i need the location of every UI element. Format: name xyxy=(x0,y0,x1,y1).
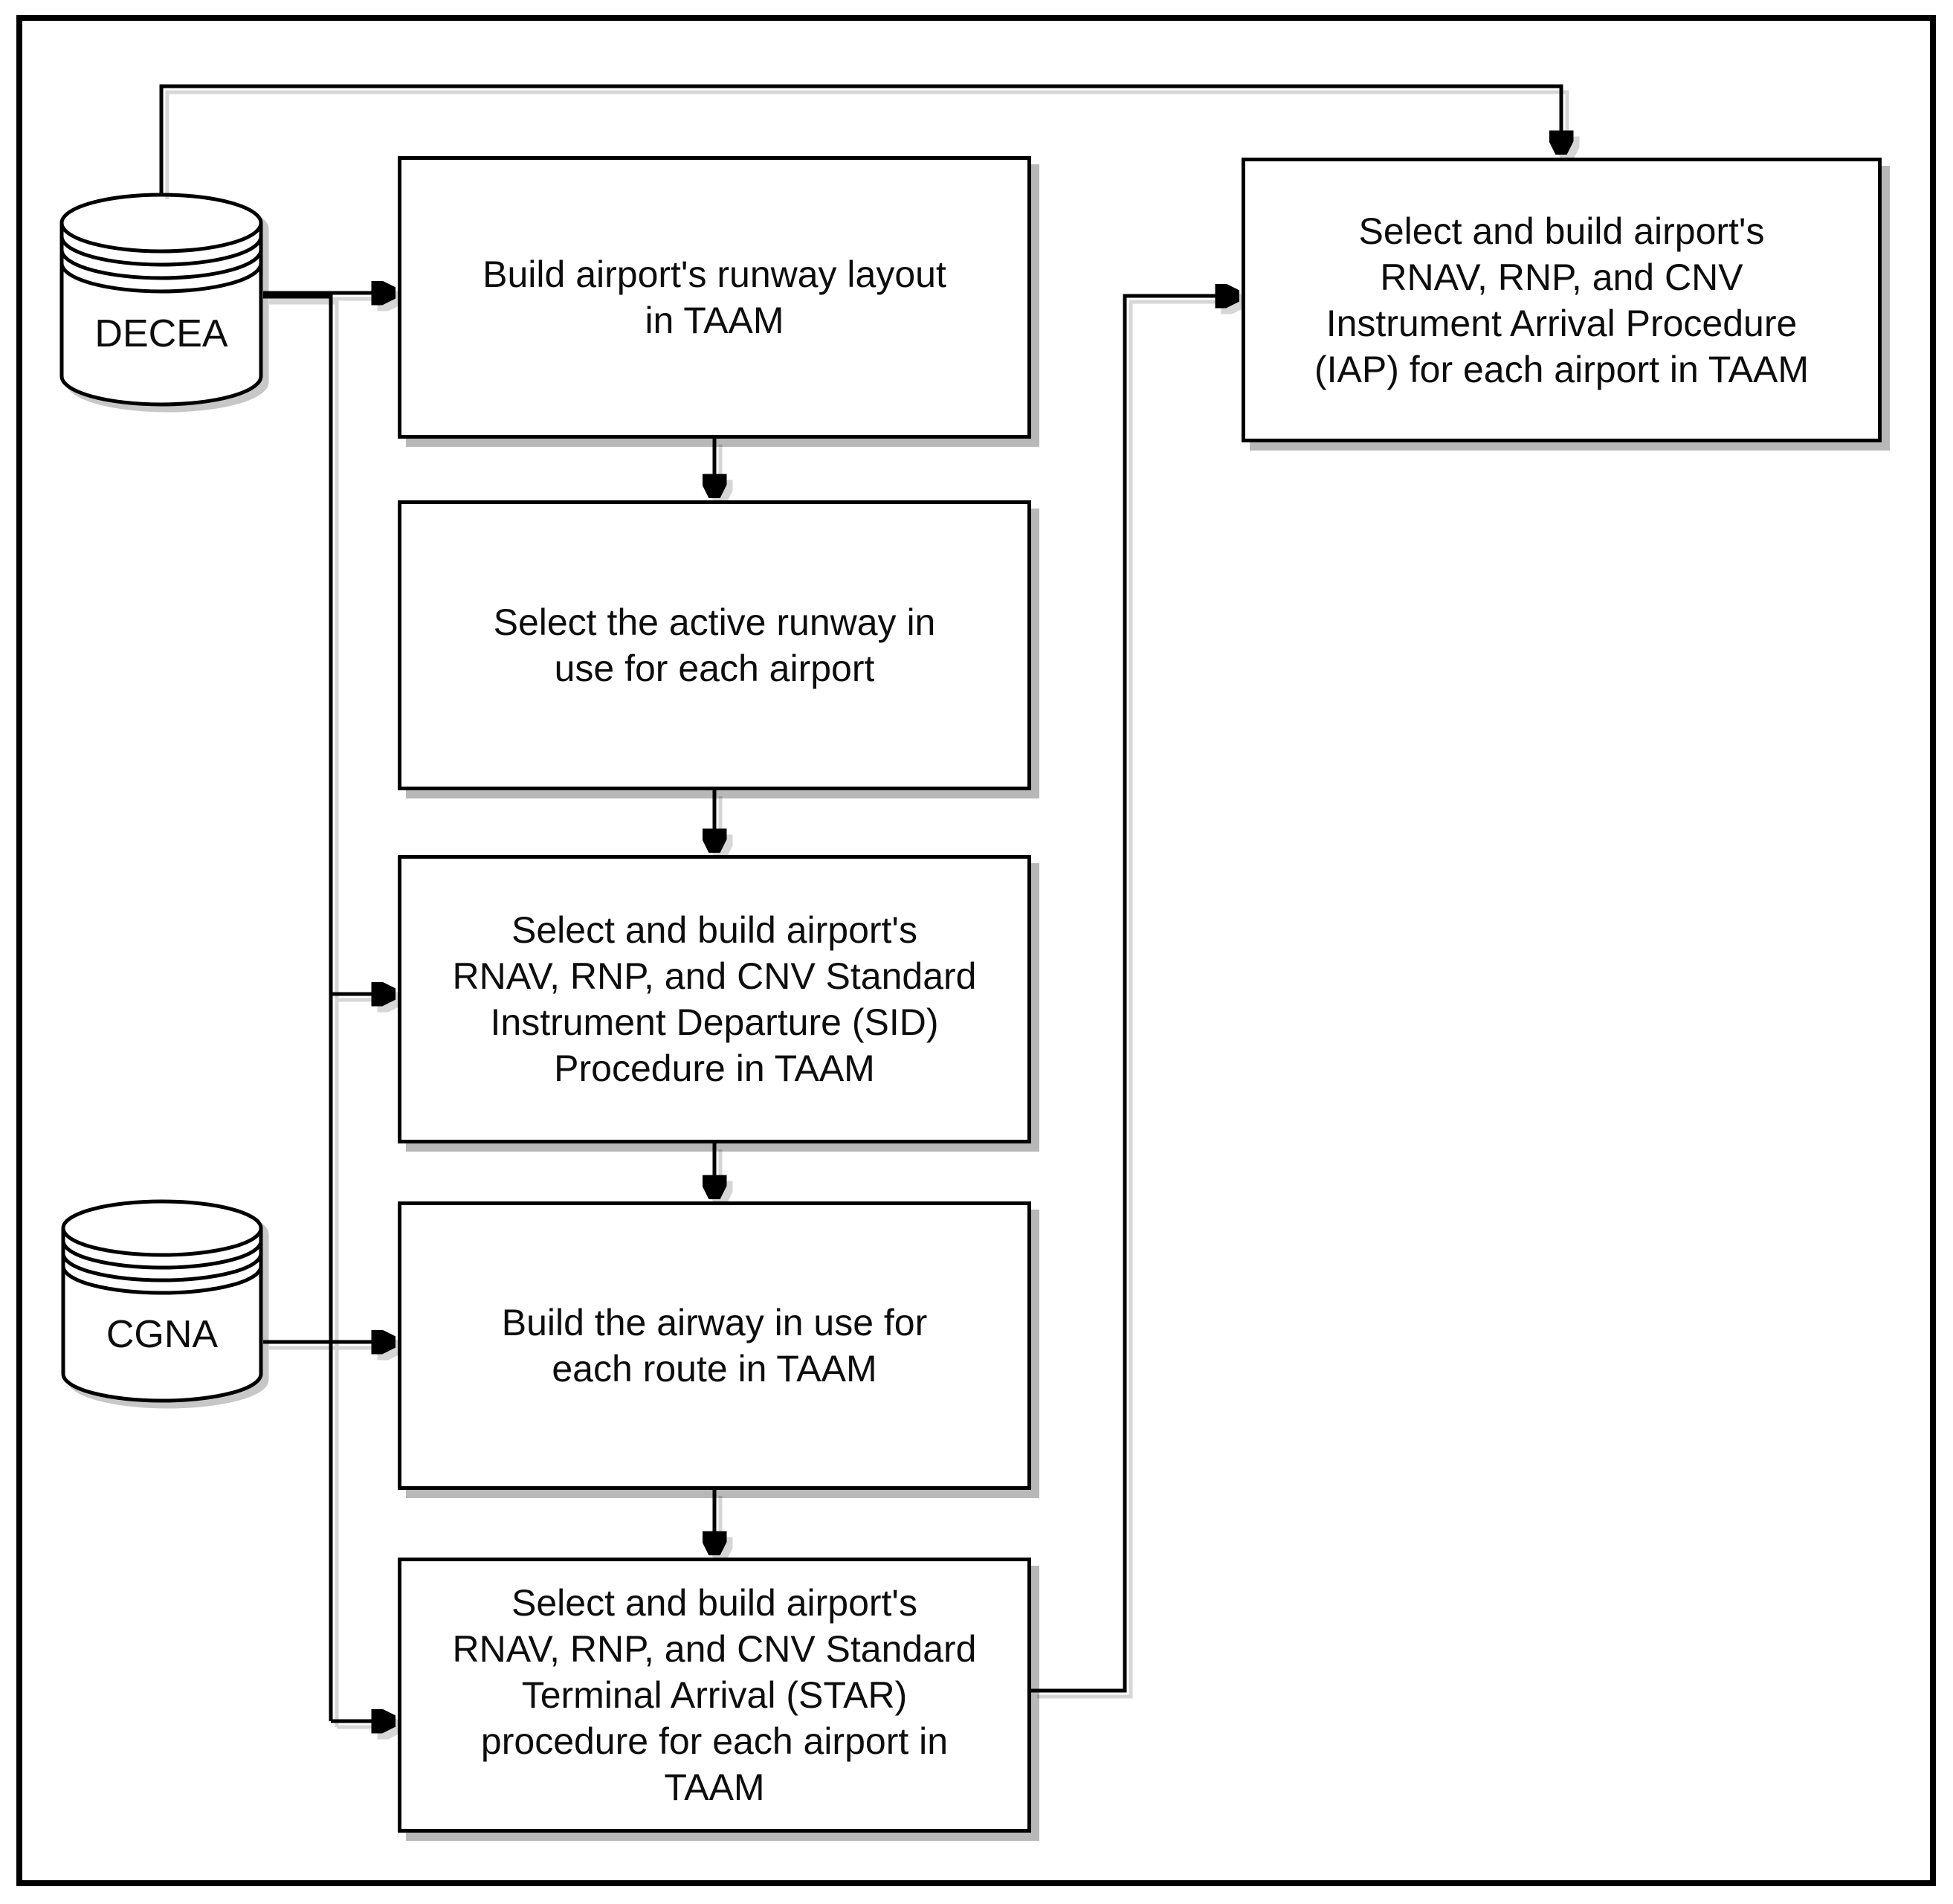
datastore-decea: DECEA xyxy=(59,192,263,409)
database-cylinder-icon xyxy=(61,1199,263,1403)
datastore-cgna-label: CGNA xyxy=(106,1312,219,1356)
datastore-cgna: CGNA xyxy=(61,1198,263,1405)
process-build-sid: Select and build airport's RNAV, RNP, an… xyxy=(398,855,1031,1143)
diagram-border xyxy=(16,15,1936,1886)
process-build-iap: Select and build airport's RNAV, RNP, an… xyxy=(1242,158,1882,442)
datastore-decea-label: DECEA xyxy=(94,312,228,355)
process-build-airway: Build the airway in use for each route i… xyxy=(398,1201,1031,1490)
process-select-active-runway: Select the active runway in use for each… xyxy=(398,500,1031,790)
process-build-runway-layout: Build airport's runway layout in TAAM xyxy=(398,156,1031,439)
process-build-star: Select and build airport's RNAV, RNP, an… xyxy=(398,1558,1031,1833)
database-cylinder-icon xyxy=(59,193,263,407)
